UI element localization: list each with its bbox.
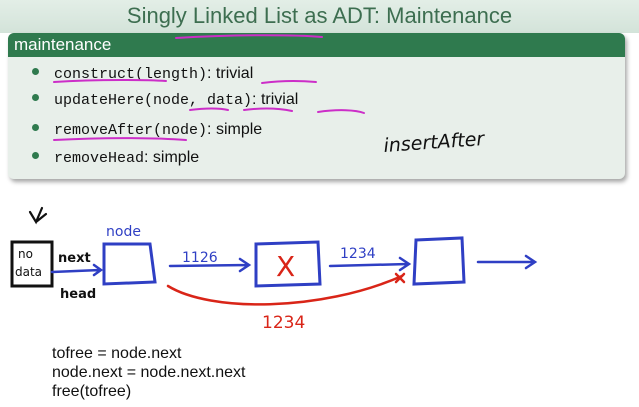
underline-construct (53, 79, 167, 83)
bullet-icon (32, 124, 39, 132)
operation-complexity: : trivial (207, 65, 254, 82)
operation-complexity: : simple (144, 149, 200, 166)
bullet-icon (32, 152, 39, 160)
underline-trivial-2 (317, 109, 365, 114)
title-underline (175, 34, 323, 39)
code-block: tofree = node.next node.next = node.next… (52, 344, 245, 401)
operation-name: updateHere (54, 92, 145, 109)
arrow-1126 (168, 257, 252, 273)
operation-args: (length) (135, 66, 208, 83)
no-data-label-1: no (18, 247, 33, 261)
list-item: construct(length): trivial (32, 63, 253, 85)
bypass-link (166, 274, 404, 306)
operation-complexity: : simple (207, 121, 263, 138)
list-item: removeAfter(node): simple (32, 119, 262, 141)
operation-complexity: : trivial (252, 91, 299, 108)
insert-after-note: insertAfter (383, 128, 486, 157)
next-label: next (58, 251, 91, 266)
address-1126-label: 1126 (182, 250, 218, 266)
underline-node (189, 107, 229, 111)
address-1234-top-label: 1234 (340, 246, 376, 262)
arrow-1234 (328, 256, 412, 272)
removed-x-mark: X (276, 250, 295, 283)
head-label: head (60, 287, 96, 302)
operation-args: (node) (153, 122, 208, 139)
list-item: updateHere(node, data): trivial (32, 89, 298, 111)
next-arrow (50, 263, 104, 277)
address-1234-bottom-label: 1234 (262, 313, 305, 333)
code-line: tofree = node.next (52, 345, 182, 362)
head-sentinel-box (10, 240, 54, 288)
bullet-icon (32, 68, 39, 76)
code-line: free(tofree) (52, 383, 132, 400)
no-data-label-2: data (15, 265, 42, 279)
operation-args: (node, data) (144, 92, 253, 109)
removed-node-box (254, 240, 322, 288)
next-node-box (412, 236, 466, 286)
operation-name: construct (54, 66, 136, 83)
underline-removeafter (53, 137, 187, 141)
bullet-icon (32, 94, 39, 102)
underline-trivial-1 (261, 80, 317, 84)
code-line: node.next = node.next.next (52, 364, 246, 381)
node-box (102, 242, 157, 286)
slide-title: Singly Linked List as ADT: Maintenance (126, 3, 513, 28)
title-band (0, 0, 639, 33)
list-item: removeHead: simple (32, 147, 199, 169)
node-label: node (106, 224, 141, 240)
pointer-mark-icon (28, 206, 48, 225)
operation-name: removeHead (54, 150, 145, 167)
underline-data (243, 107, 293, 112)
operation-name: removeAfter (54, 122, 154, 139)
tail-arrow (476, 254, 538, 270)
bypass-arrowhead (394, 272, 406, 284)
